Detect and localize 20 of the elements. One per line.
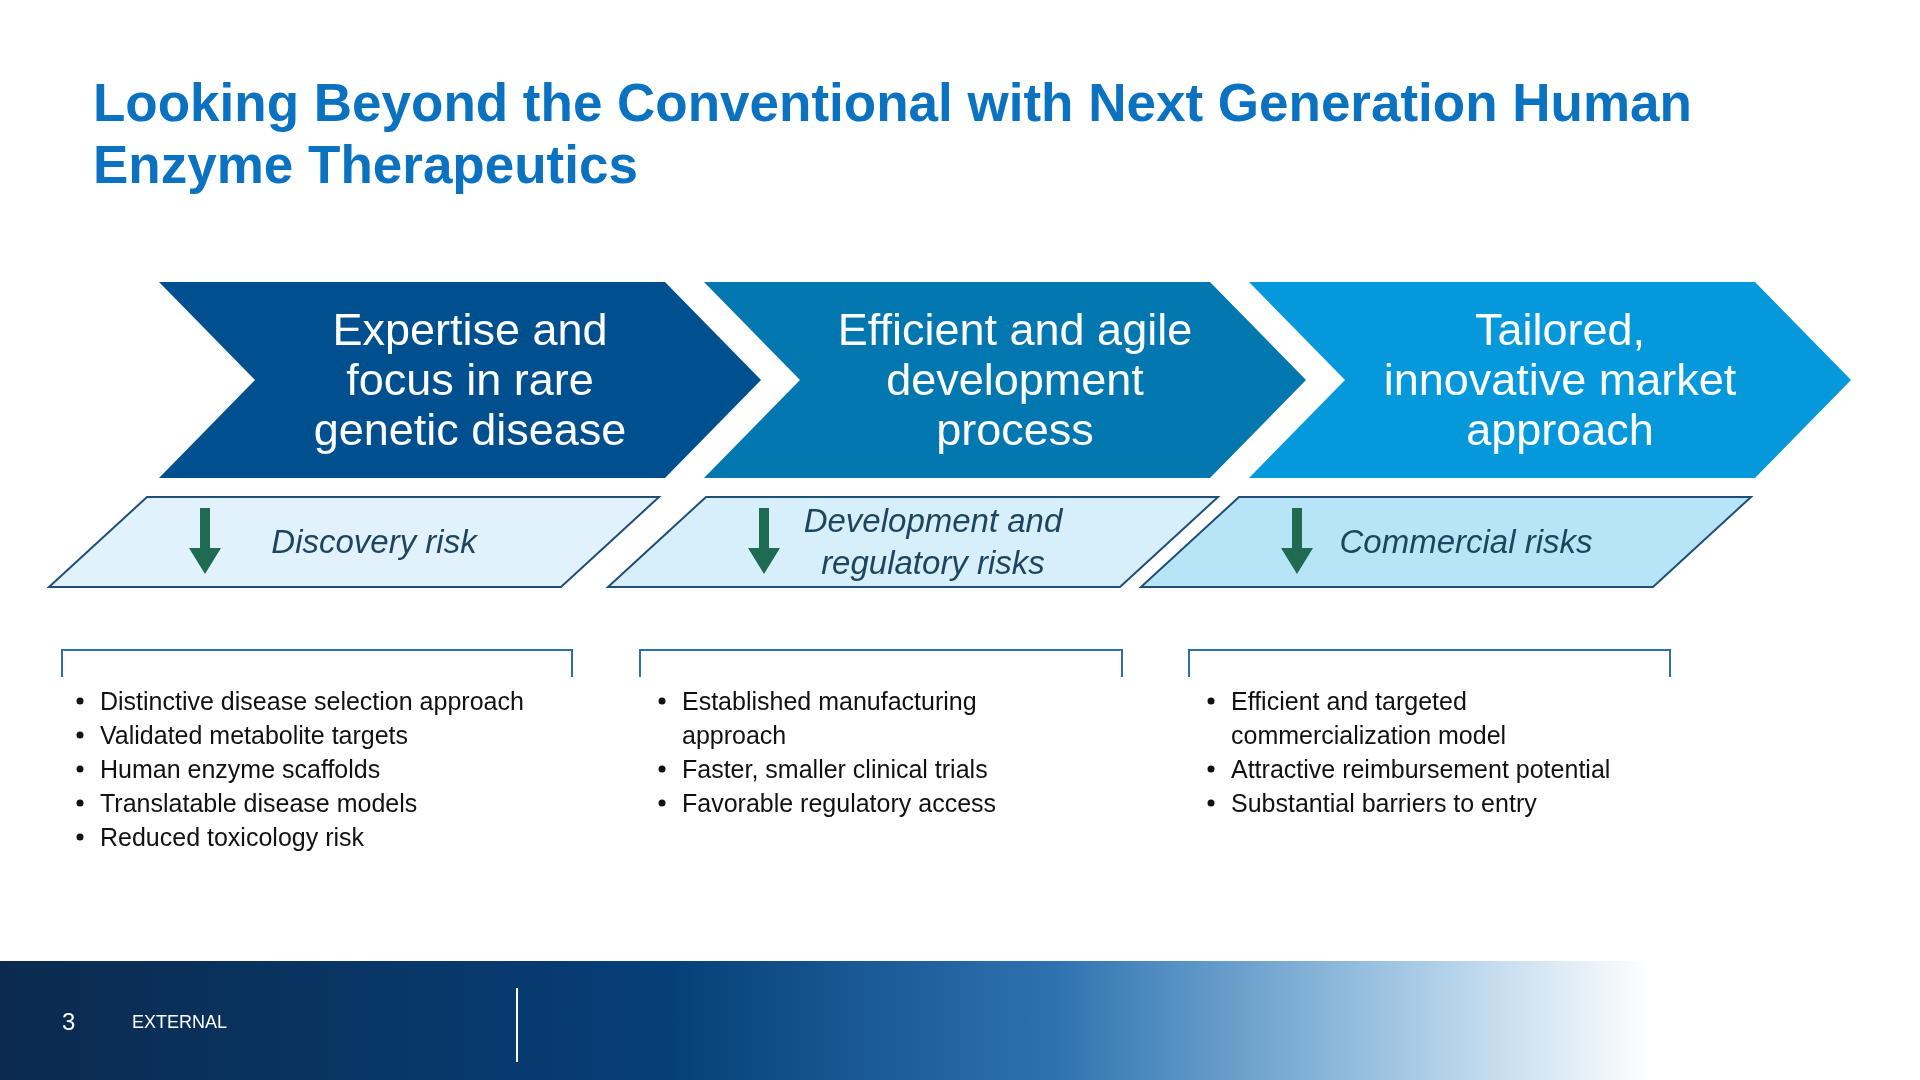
bullet-item: Faster, smaller clinical trials bbox=[682, 754, 989, 785]
stage-heading: Expertise and focus in rare genetic disease bbox=[312, 305, 628, 455]
bullet-item: Efficient and targeted commercialization model bbox=[1231, 686, 1508, 751]
stage-heading: Tailored, innovative market approach bbox=[1382, 305, 1738, 455]
slide-title: Looking Beyond the Conventional with Next Generation Human Enzyme Therapeutics bbox=[93, 72, 1693, 196]
footer-text: EXTERNAL bbox=[132, 1012, 228, 1033]
bullet-item: Established manufacturing approach bbox=[682, 686, 978, 751]
stage-heading: Efficient and agile development process bbox=[836, 305, 1194, 455]
bullet-item: Distinctive disease selection approach bbox=[100, 686, 525, 717]
page-number: 3 bbox=[62, 1008, 76, 1036]
bullet-item: Attractive reimbursement potential bbox=[1231, 754, 1612, 785]
bullet-item: Reduced toxicology risk bbox=[100, 822, 365, 853]
risk-label: Commercial risks bbox=[1339, 522, 1593, 562]
risk-label: Discovery risk bbox=[271, 522, 477, 562]
bullet-item: Validated metabolite targets bbox=[100, 720, 410, 751]
risk-label: Development and regulatory risks bbox=[802, 501, 1064, 583]
bullet-item: Translatable disease models bbox=[100, 788, 419, 819]
bullet-item: Substantial barriers to entry bbox=[1231, 788, 1538, 819]
bullet-item: Favorable regulatory access bbox=[682, 788, 998, 819]
bullet-item: Human enzyme scaffolds bbox=[100, 754, 382, 785]
